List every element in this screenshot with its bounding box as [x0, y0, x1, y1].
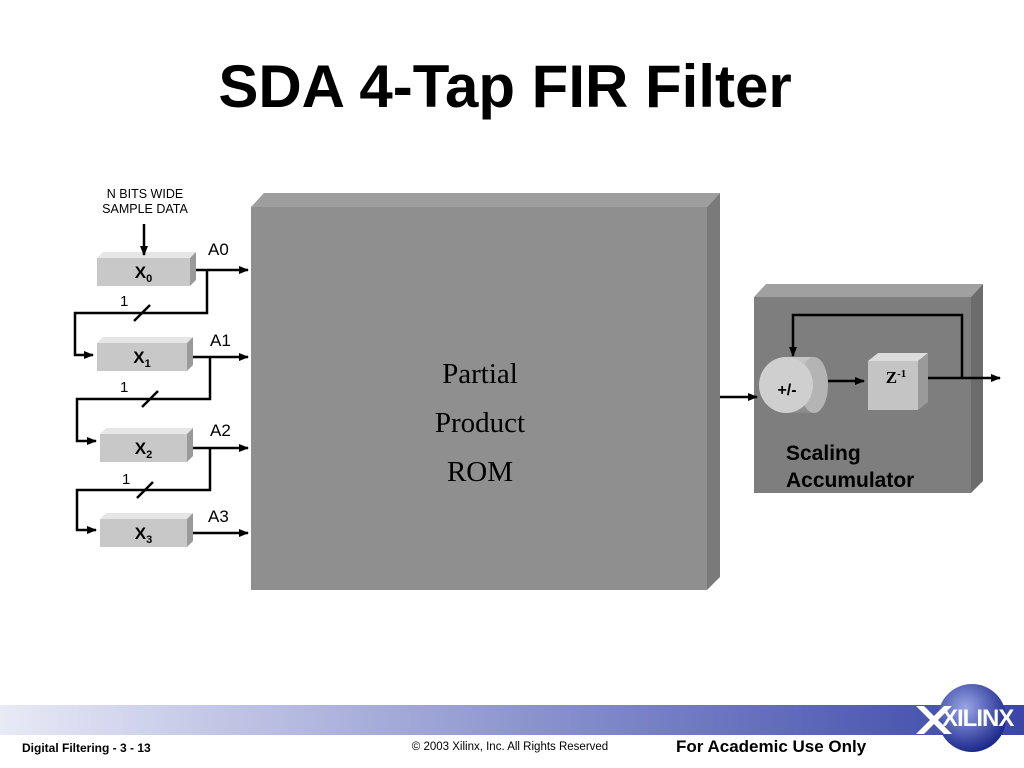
xilinx-logo-text: XILINX: [942, 705, 1014, 732]
rom-label-line: ROM: [446, 456, 514, 488]
footer-usage-note: For Academic Use Only: [676, 737, 867, 756]
register-x0: X0: [134, 263, 153, 285]
delay-register-block: [868, 353, 928, 410]
input-data-label: N BITS WIDE SAMPLE DATA: [84, 187, 206, 217]
bit-width-label: 1: [120, 293, 129, 310]
bit-width-label: 1: [122, 471, 131, 488]
adder-cylinder: [759, 357, 828, 413]
slide-title: SDA 4-Tap FIR Filter: [218, 53, 792, 120]
signal-wires: [73, 224, 1001, 537]
footer-copyright: © 2003 Xilinx, Inc. All Rights Reserved: [411, 741, 609, 753]
footer-slide-number: Digital Filtering - 3 - 13: [22, 741, 151, 755]
partial-product-rom-block: [251, 193, 720, 590]
register-boxes: [97, 252, 196, 547]
rom-label: Partial Product ROM: [360, 350, 600, 497]
accumulator-label: Scaling Accumulator: [786, 440, 966, 494]
rom-label-line: Partial: [442, 358, 518, 390]
register-x2: X2: [134, 439, 153, 461]
accumulator-label-line: Scaling: [786, 442, 861, 465]
xilinx-globe-icon: [916, 684, 1006, 752]
accumulator-label-line: Accumulator: [786, 469, 915, 492]
adder-label: +/-: [777, 382, 797, 399]
bit-width-slashes: [133, 304, 159, 499]
rom-label-line: Product: [434, 407, 526, 439]
register-x1: X1: [133, 348, 151, 370]
address-label-a0: A0: [208, 240, 229, 259]
delay-label: Z-1: [885, 368, 907, 387]
address-label-a2: A2: [210, 421, 231, 440]
register-x3: X3: [134, 524, 153, 546]
address-label-a3: A3: [208, 507, 229, 526]
footer-band: [0, 705, 1024, 768]
address-label-a1: A1: [210, 331, 231, 350]
input-label-line: SAMPLE DATA: [102, 202, 188, 216]
input-label-line: N BITS WIDE: [106, 187, 184, 201]
bit-width-label: 1: [120, 379, 129, 396]
